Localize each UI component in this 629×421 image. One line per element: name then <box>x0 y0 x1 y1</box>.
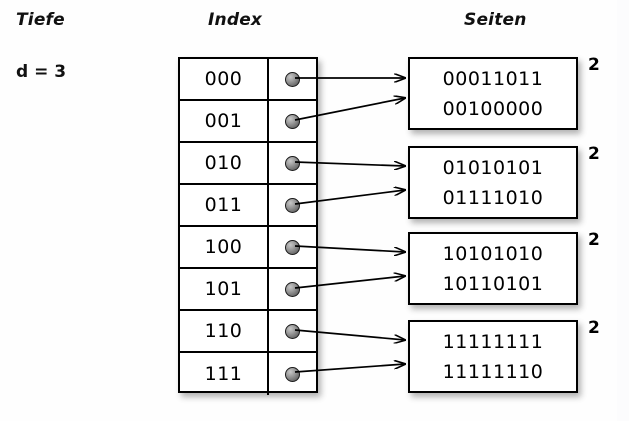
index-key: 011 <box>180 185 269 225</box>
pointer-dot-icon <box>285 71 300 87</box>
page-record: 00011011 <box>442 67 544 90</box>
page-count-3: 2 <box>588 318 600 338</box>
index-key: 010 <box>180 143 269 183</box>
index-key: 110 <box>180 311 269 351</box>
index-pointer-cell[interactable] <box>269 311 316 351</box>
index-key: 000 <box>180 59 269 99</box>
page-box-3[interactable]: 11111111 11111110 <box>408 320 578 393</box>
pointer-dot-icon <box>285 113 300 129</box>
right-edge-strip <box>617 0 629 421</box>
index-pointer-cell[interactable] <box>269 269 316 309</box>
pointer-dot-icon <box>285 323 300 339</box>
index-pointer-cell[interactable] <box>269 101 316 141</box>
index-table: 000 001 010 011 100 <box>178 57 318 395</box>
pointer-dot-icon <box>285 197 300 213</box>
index-row-010[interactable]: 010 <box>180 143 316 185</box>
index-key: 100 <box>180 227 269 267</box>
pointer-dot-icon <box>285 366 300 382</box>
index-key: 101 <box>180 269 269 309</box>
page-record: 11111111 <box>442 330 544 353</box>
depth-value-label: d = 3 <box>16 62 67 82</box>
pointer-dot-icon <box>285 239 300 255</box>
index-row-001[interactable]: 001 <box>180 101 316 143</box>
column-header-depth: Tiefe <box>16 10 65 30</box>
page-record: 01010101 <box>442 156 544 179</box>
page-count-1: 2 <box>588 144 600 164</box>
page-record: 11111110 <box>442 360 544 383</box>
page-count-2: 2 <box>588 230 600 250</box>
index-pointer-cell[interactable] <box>269 185 316 225</box>
index-row-100[interactable]: 100 <box>180 227 316 269</box>
index-pointer-cell[interactable] <box>269 59 316 99</box>
pointer-dot-icon <box>285 155 300 171</box>
page-box-0[interactable]: 00011011 00100000 <box>408 57 578 130</box>
column-header-pages: Seiten <box>464 10 527 30</box>
page-count-0: 2 <box>588 55 600 75</box>
index-pointer-cell[interactable] <box>269 143 316 183</box>
index-row-111[interactable]: 111 <box>180 353 316 395</box>
index-pointer-cell[interactable] <box>269 227 316 267</box>
index-key: 111 <box>180 353 269 395</box>
page-record: 00100000 <box>442 97 544 120</box>
page-record: 10110101 <box>442 272 544 295</box>
page-box-1[interactable]: 01010101 01111010 <box>408 146 578 219</box>
page-box-2[interactable]: 10101010 10110101 <box>408 232 578 305</box>
index-row-101[interactable]: 101 <box>180 269 316 311</box>
column-header-index: Index <box>208 10 263 30</box>
index-key: 001 <box>180 101 269 141</box>
page-record: 10101010 <box>442 242 544 265</box>
index-row-011[interactable]: 011 <box>180 185 316 227</box>
pointer-dot-icon <box>285 281 300 297</box>
index-pointer-cell[interactable] <box>269 353 316 395</box>
page-record: 01111010 <box>442 186 544 209</box>
index-row-000[interactable]: 000 <box>180 59 316 101</box>
index-row-110[interactable]: 110 <box>180 311 316 353</box>
